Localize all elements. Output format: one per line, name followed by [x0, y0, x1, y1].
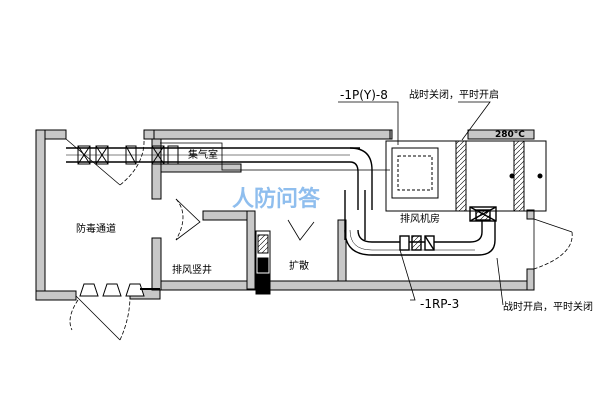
exhaust-shaft-label: 排风竖井 [172, 263, 212, 276]
fan-unit [385, 140, 547, 212]
door-swings [65, 138, 573, 341]
watermark-logo: 人防问答 [232, 186, 321, 212]
supply-duct [66, 142, 390, 240]
exhaust-fan-room-label: 排风机房 [400, 212, 440, 225]
leader-lines [338, 101, 504, 306]
duct-valves [77, 145, 179, 165]
gas-collection-room-label: 集气室 [188, 148, 218, 161]
equipment-tag-bottom: -1RP-3 [420, 297, 459, 311]
expansion-chamber-label: 扩散 [289, 259, 309, 272]
decontamination-passage-label: 防毒通道 [76, 222, 116, 235]
note-bottom: 战时开启，平时关闭 [503, 300, 593, 313]
note-top: 战时关闭，平时开启 [409, 88, 499, 101]
outer-walls [35, 129, 535, 301]
equipment-tag-top: -1P(Y)-8 [340, 88, 388, 102]
filters [79, 283, 160, 297]
shaft-component [255, 230, 271, 295]
temperature-label: 280°C [495, 130, 525, 140]
